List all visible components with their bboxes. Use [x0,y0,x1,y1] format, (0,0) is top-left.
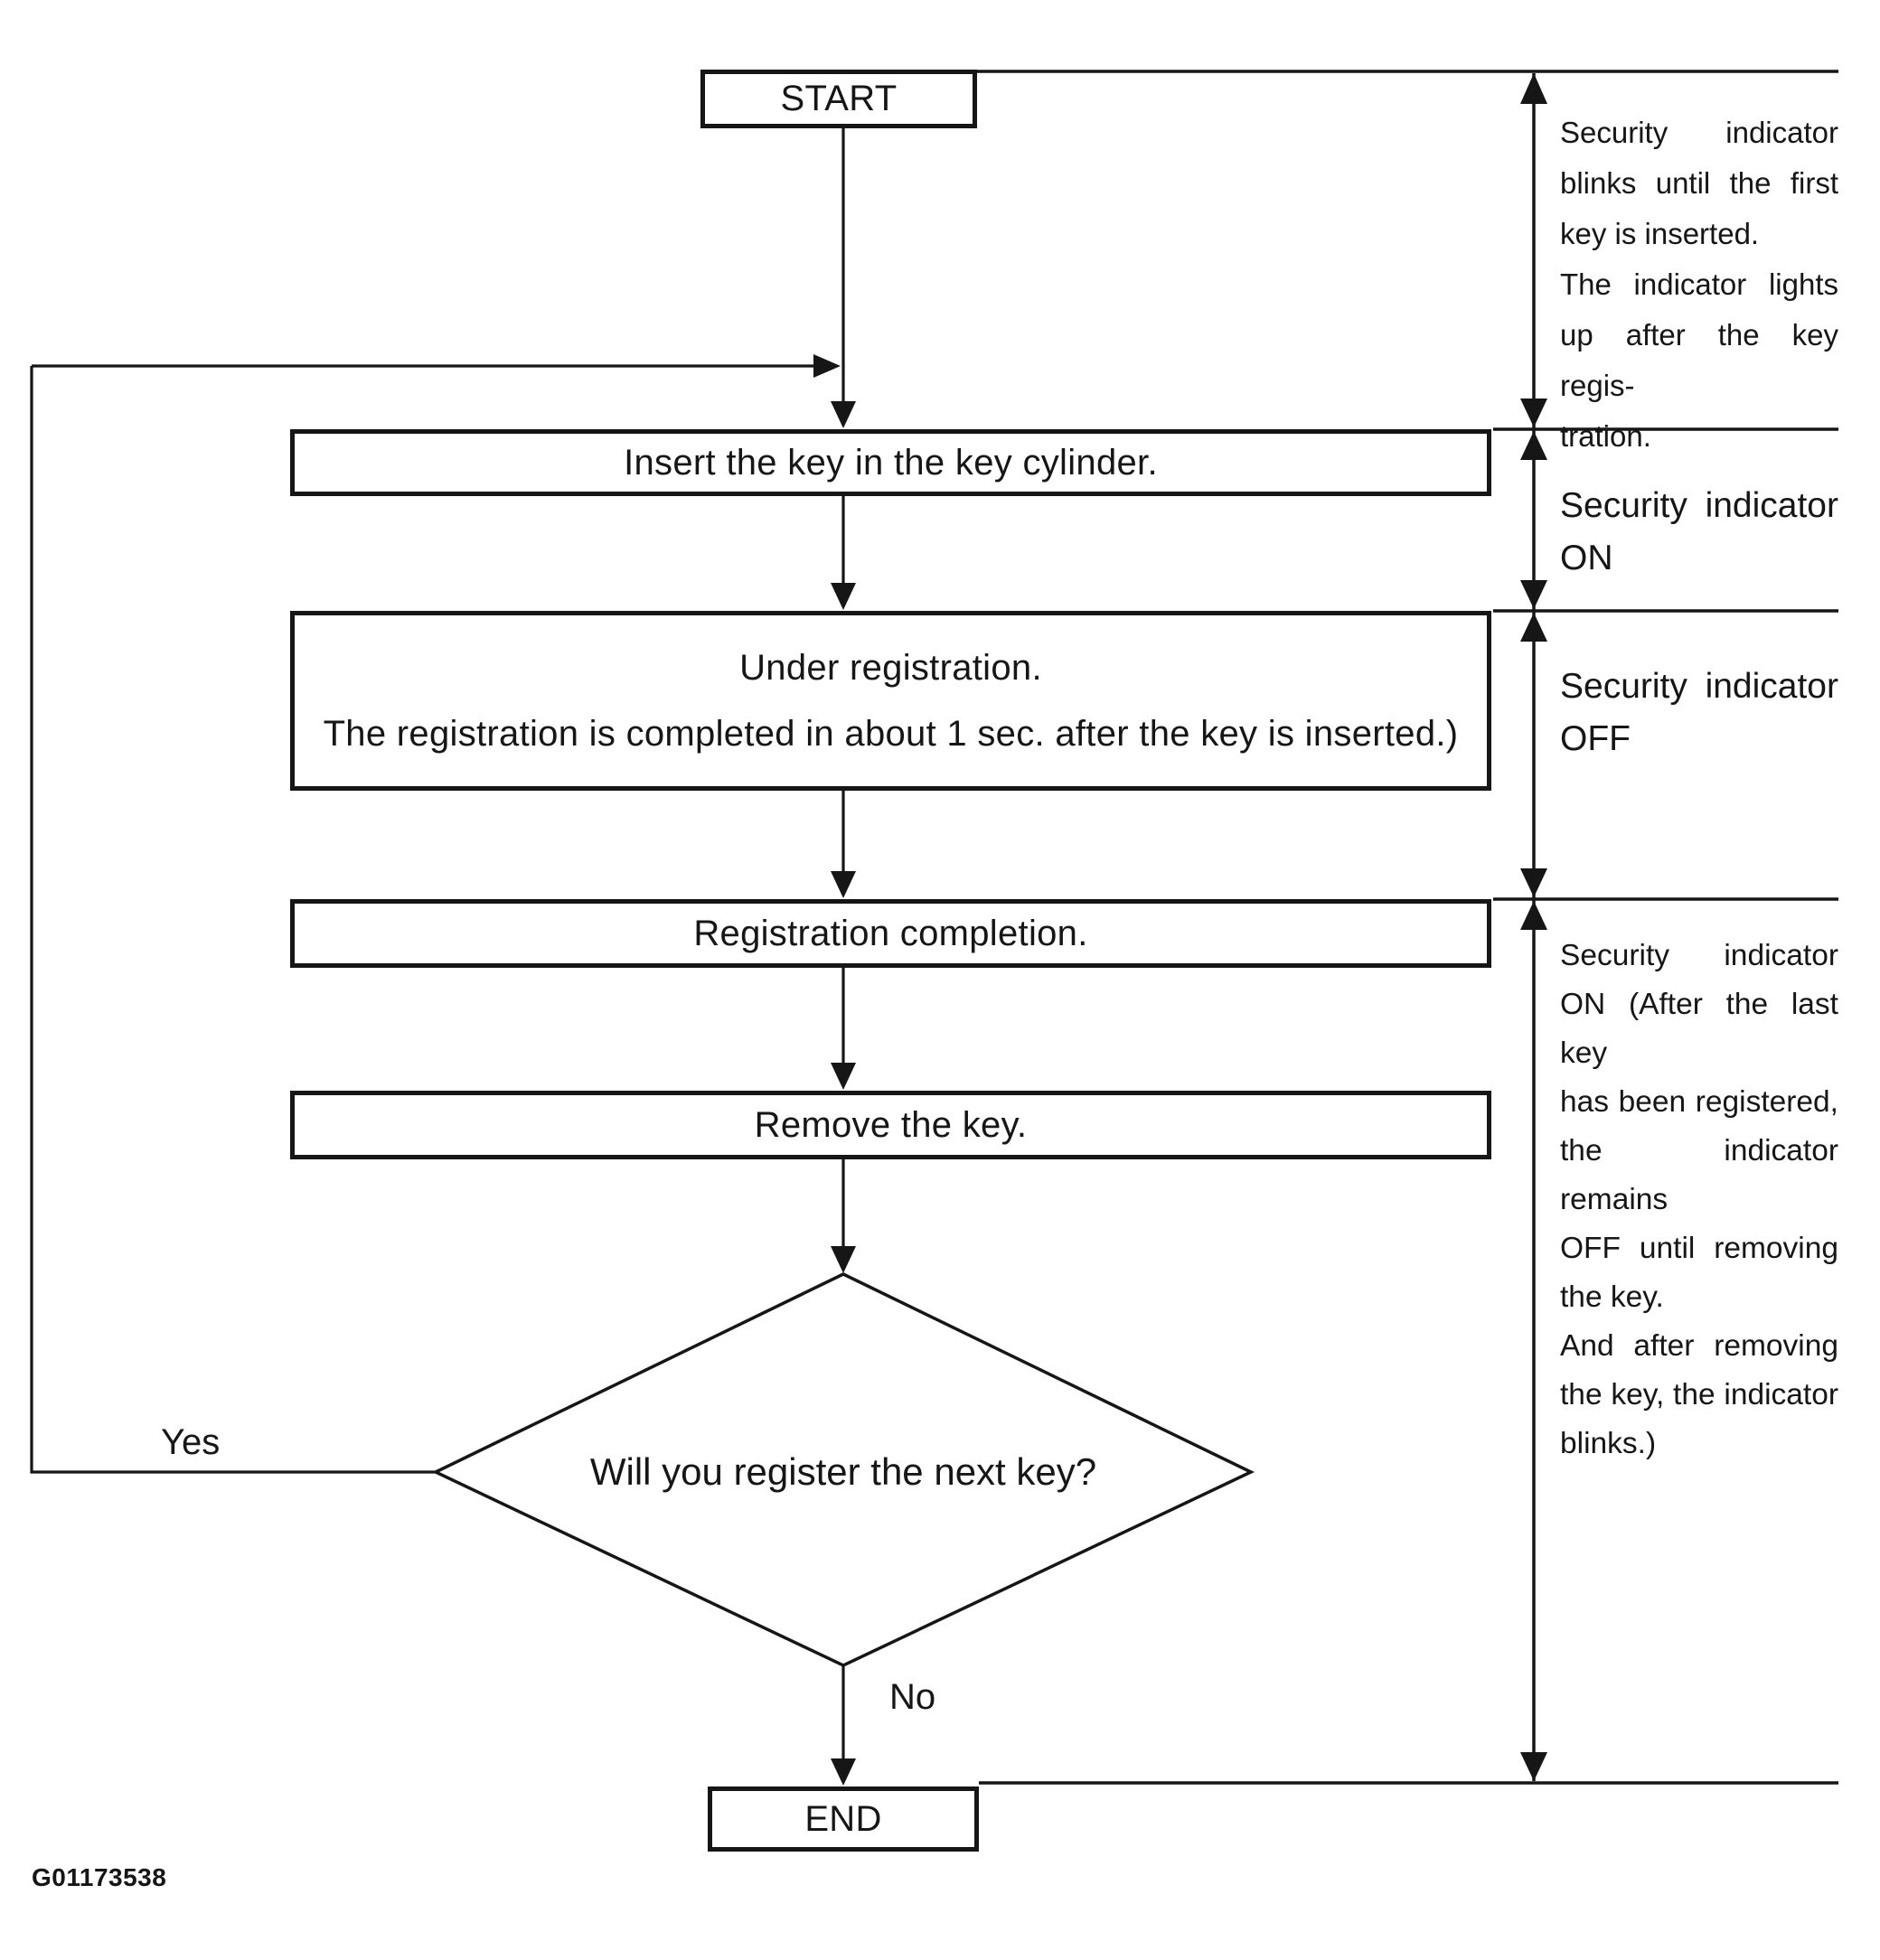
annotation-line: Security indicator [1560,939,1838,972]
annotation-line: OFF until removing [1560,1232,1838,1265]
remove-key-label: Remove the key. [754,1104,1028,1145]
annotation-line: up after the key regis- [1560,318,1838,402]
annotation-line: ON [1560,539,1613,577]
node-insert-key: Insert the key in the key cylinder. [290,429,1491,496]
span-arrow-up-top [1520,73,1547,104]
annotation-line: Security indicator [1560,116,1838,149]
span-arrow-up-3 [1520,901,1547,930]
annotation-line: And after removing [1560,1329,1838,1363]
yes-label: Yes [161,1422,221,1462]
end-label: END [804,1798,882,1839]
under-registration-line2: The registration is completed in about 1… [323,713,1459,754]
arrowheads [813,73,1547,1786]
node-under-registration: Under registration. The registration is … [290,611,1491,791]
annotation-line: the key, the indicator [1560,1378,1838,1411]
start-label: START [780,79,898,118]
figure-code: G01173538 [32,1863,167,1891]
node-decision-label: Will you register the next key? [589,1450,1097,1493]
annotation-line: tration. [1560,419,1651,453]
span-arrow-down-1 [1520,399,1547,427]
insert-key-label: Insert the key in the key cylinder. [624,442,1158,483]
edge-yes-loop [30,366,436,1474]
under-registration-line1: Under registration. [739,647,1042,688]
annotation-line: ON (After the last key [1560,988,1838,1070]
span-arrow-down-3 [1520,868,1547,897]
annotation-line: has been registered, [1560,1085,1838,1119]
annotation-line: The indicator lights [1560,267,1838,301]
arrow-into-decision [831,1246,856,1273]
node-remove-key: Remove the key. [290,1091,1491,1159]
arrow-into-completion [831,871,856,898]
span-arrow-down-bottom [1520,1752,1547,1781]
annotation-line: the indicator remains [1560,1134,1838,1216]
node-registration-completion: Registration completion. [290,899,1491,968]
arrow-into-end [831,1758,856,1786]
arrow-into-under [831,583,856,610]
arrow-into-insert [831,401,856,428]
annotation-line: Security indicator [1560,667,1838,706]
span-arrow-up-2 [1520,613,1547,642]
node-end: END [708,1787,979,1852]
decision-diamond-shape [431,1272,1255,1667]
annotation-indicator-on-after-last: Security indicator ON (After the last key… [1560,932,1838,1468]
no-label: No [889,1677,936,1717]
arrow-into-remove [831,1063,856,1090]
annotation-line: blinks until the first [1560,166,1838,200]
annotation-line: OFF [1560,719,1631,758]
annotation-line: Security indicator [1560,486,1838,525]
flow-connectors [30,128,845,1762]
span-arrow-down-2 [1520,580,1547,609]
arrow-yes-junction [813,354,841,378]
node-start: START [700,70,977,128]
registration-completion-label: Registration completion. [693,913,1088,953]
annotation-blink-note: Security indicator blinks until the first… [1560,108,1838,462]
span-arrow-up-1 [1520,431,1547,460]
annotation-line: key is inserted. [1560,217,1760,250]
annotation-line: the key. [1560,1280,1664,1314]
annotation-line: blinks.) [1560,1427,1657,1460]
